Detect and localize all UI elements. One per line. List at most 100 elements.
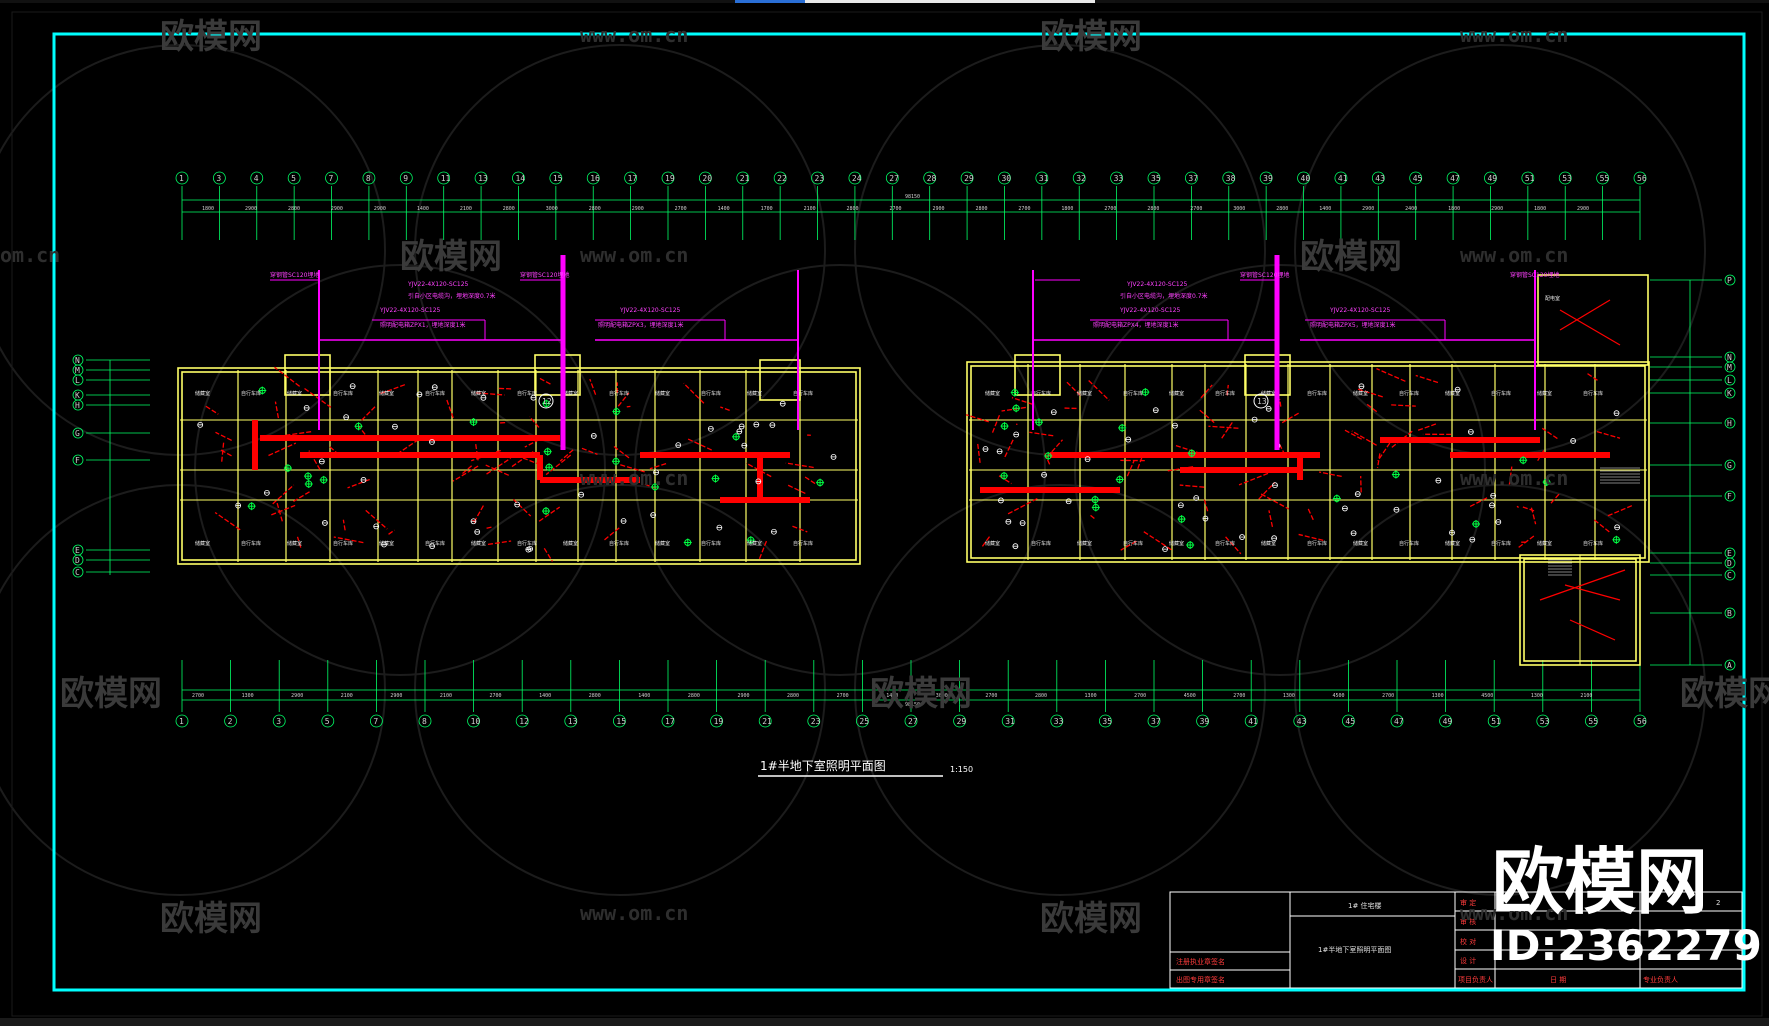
title-block-row-1: 审 定 bbox=[1460, 898, 1476, 907]
dimension-top: 2700 bbox=[890, 206, 902, 212]
watermark-url: www.om.cn bbox=[1460, 23, 1568, 47]
axis-label-bottom: 10 bbox=[471, 717, 481, 726]
axis-label-top: 17 bbox=[628, 174, 638, 183]
dimension-top: 2800 bbox=[288, 206, 300, 212]
axis-label-bottom: 3 bbox=[276, 717, 281, 726]
axis-label-top: 28 bbox=[927, 174, 937, 183]
axis-label-right: G bbox=[1727, 461, 1732, 470]
room-label: 自行车库 bbox=[1583, 540, 1603, 547]
room-labels: 储藏室自行车库储藏室自行车库储藏室自行车库储藏室自行车库储藏室自行车库储藏室自行… bbox=[195, 295, 1603, 547]
axis-label-top: 55 bbox=[1600, 174, 1610, 183]
axis-label-top: 11 bbox=[441, 174, 451, 183]
axis-label-top: 30 bbox=[1001, 174, 1011, 183]
room-label: 自行车库 bbox=[333, 390, 353, 397]
room-label: 储藏室 bbox=[287, 540, 302, 547]
dimension-bottom: 2100 bbox=[341, 693, 353, 699]
dimension-bottom: 2700 bbox=[192, 693, 204, 699]
dimension-bottom: 2100 bbox=[440, 693, 452, 699]
room-label: 自行车库 bbox=[1399, 540, 1419, 547]
room-label: 自行车库 bbox=[1307, 540, 1327, 547]
dimension-top: 2900 bbox=[374, 206, 386, 212]
axis-label-left: C bbox=[75, 568, 80, 577]
axis-label-right: A bbox=[1727, 661, 1732, 670]
axis-label-bottom: 13 bbox=[568, 717, 578, 726]
room-label: 自行车库 bbox=[1399, 390, 1419, 397]
dimension-bottom: 2100 bbox=[1580, 693, 1592, 699]
right-panel-note-2: 照明配电箱ZPX5，埋地深度1米 bbox=[1310, 321, 1395, 329]
room-label: 自行车库 bbox=[1491, 390, 1511, 397]
room-label: 储藏室 bbox=[1445, 390, 1460, 397]
node-marker-12 bbox=[538, 393, 554, 409]
axis-label-top: 3 bbox=[216, 174, 221, 183]
axis-label-top: 32 bbox=[1076, 174, 1086, 183]
dimension-top: 1800 bbox=[1534, 206, 1546, 212]
room-label: 储藏室 bbox=[563, 390, 578, 397]
room-label: 储藏室 bbox=[195, 540, 210, 547]
axis-label-bottom: 31 bbox=[1005, 717, 1015, 726]
axis-label-bottom: 19 bbox=[714, 717, 724, 726]
dimension-top: 2700 bbox=[675, 206, 687, 212]
watermark-url: www.om.cn bbox=[580, 243, 688, 267]
big-watermark-id: ID:2362279 bbox=[1490, 921, 1762, 970]
dimension-bottom: 2900 bbox=[390, 693, 402, 699]
node-label-13: 13 bbox=[1257, 397, 1267, 406]
room-label: 自行车库 bbox=[701, 390, 721, 397]
dimension-bottom: 3000 bbox=[936, 693, 948, 699]
room-label: 自行车库 bbox=[1215, 540, 1235, 547]
axis-label-bottom: 21 bbox=[762, 717, 772, 726]
dimension-bottom: 2800 bbox=[787, 693, 799, 699]
dimension-bottom: 1400 bbox=[638, 693, 650, 699]
axis-label-top: 56 bbox=[1637, 174, 1647, 183]
title-block bbox=[1169, 891, 1743, 989]
axis-label-left: F bbox=[75, 456, 80, 465]
room-label: 自行车库 bbox=[425, 390, 445, 397]
dimension-bottom: 1300 bbox=[1283, 693, 1295, 699]
overall-dimension-bottom: 98150 bbox=[905, 702, 920, 708]
node-label-12: 12 bbox=[542, 397, 552, 406]
dimension-top: 2700 bbox=[1104, 206, 1116, 212]
axis-label-right: L bbox=[1727, 376, 1732, 385]
watermark-brand: 欧模网 bbox=[1680, 674, 1769, 714]
axis-label-top: 47 bbox=[1450, 174, 1460, 183]
axis-label-top: 16 bbox=[590, 174, 600, 183]
dimension-top: 1700 bbox=[761, 206, 773, 212]
watermark-url: www.om.cn bbox=[1460, 901, 1568, 925]
dimension-top: 1400 bbox=[1319, 206, 1331, 212]
right-riser-marker-2: 穿钢管SC120埋地 bbox=[1510, 271, 1559, 279]
axis-label-bottom: 1 bbox=[179, 717, 184, 726]
axis-label-top: 53 bbox=[1562, 174, 1572, 183]
axis-label-top: 15 bbox=[553, 174, 563, 183]
axis-label-left: M bbox=[75, 366, 80, 375]
active-tab[interactable] bbox=[735, 0, 1095, 3]
title-block-project: 1# 住宅楼 bbox=[1348, 901, 1382, 910]
axis-label-bottom: 49 bbox=[1443, 717, 1453, 726]
axis-label-right: D bbox=[1727, 559, 1732, 568]
dimension-bottom: 1300 bbox=[1085, 693, 1097, 699]
axis-label-bottom: 29 bbox=[957, 717, 967, 726]
room-label: 自行车库 bbox=[517, 540, 537, 547]
axis-label-top: 20 bbox=[702, 174, 712, 183]
axis-label-bottom: 17 bbox=[665, 717, 675, 726]
lamp-symbols bbox=[197, 383, 1621, 553]
dimension-top: 2900 bbox=[632, 206, 644, 212]
axis-label-top: 45 bbox=[1413, 174, 1423, 183]
room-label: 自行车库 bbox=[701, 540, 721, 547]
axis-label-bottom: 41 bbox=[1248, 717, 1258, 726]
room-label: 储藏室 bbox=[655, 390, 670, 397]
axis-label-left: E bbox=[75, 546, 80, 555]
dimension-top: 2400 bbox=[1405, 206, 1417, 212]
room-label: 储藏室 bbox=[1261, 540, 1276, 547]
room-label: 储藏室 bbox=[1077, 390, 1092, 397]
room-label: 自行车库 bbox=[793, 540, 813, 547]
axis-label-top: 37 bbox=[1188, 174, 1198, 183]
watermark-brand: 欧模网 bbox=[1040, 17, 1142, 57]
dimension-bottom: 4500 bbox=[1481, 693, 1493, 699]
watermark-brand: 欧模网 bbox=[1300, 237, 1402, 277]
axis-label-top: 5 bbox=[291, 174, 296, 183]
axis-label-bottom: 7 bbox=[373, 717, 378, 726]
dimension-top: 1400 bbox=[417, 206, 429, 212]
room-label: 储藏室 bbox=[379, 540, 394, 547]
room-label: 自行车库 bbox=[333, 540, 353, 547]
